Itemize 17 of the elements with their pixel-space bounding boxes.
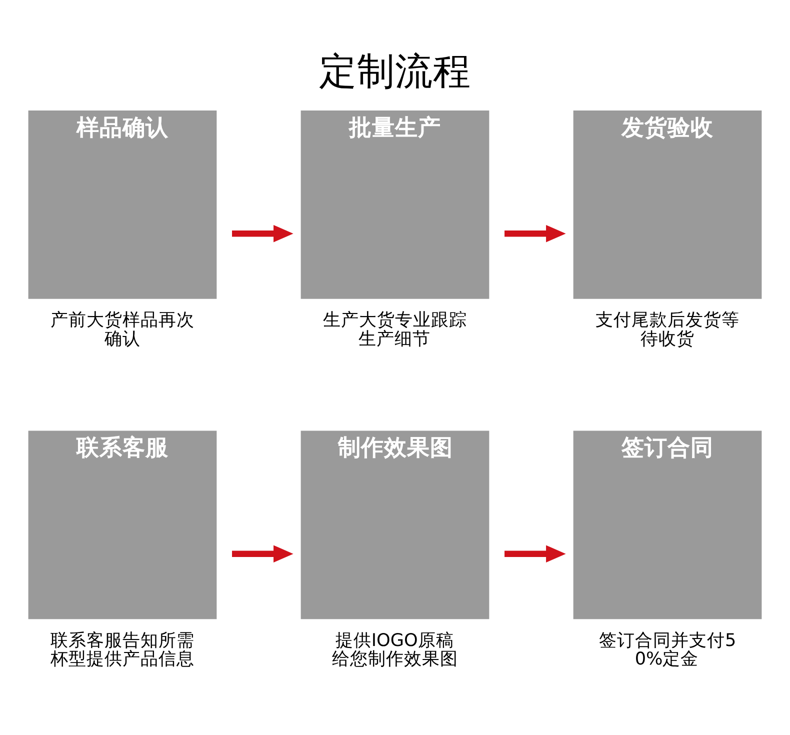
node-label: 产前大货样品再次确认: [50, 310, 194, 349]
arrow: [232, 224, 294, 242]
diagram-title: 定制流程: [319, 48, 471, 93]
node-box: 联系客服: [28, 430, 217, 619]
node-label: 签订合同并支付50%定金: [599, 630, 736, 670]
node-box: 发货验收: [573, 110, 762, 298]
arrow: [232, 544, 294, 562]
arrow: [504, 544, 566, 562]
node-box: 样品确认: [28, 110, 217, 298]
node-box: 签订合同: [573, 430, 762, 619]
node-label: 联系客服告知所需杯型提供产品信息: [50, 630, 194, 670]
arrow: [504, 224, 566, 242]
node-box: 批量生产: [300, 110, 490, 298]
node-label: 提供IOGO原稿给您制作效果图: [332, 630, 458, 670]
node-box: 制作效果图: [300, 430, 490, 619]
node-label: 生产大货专业跟踪生产细节: [322, 310, 467, 349]
node-label: 支付尾款后发货等待收货: [595, 310, 740, 349]
